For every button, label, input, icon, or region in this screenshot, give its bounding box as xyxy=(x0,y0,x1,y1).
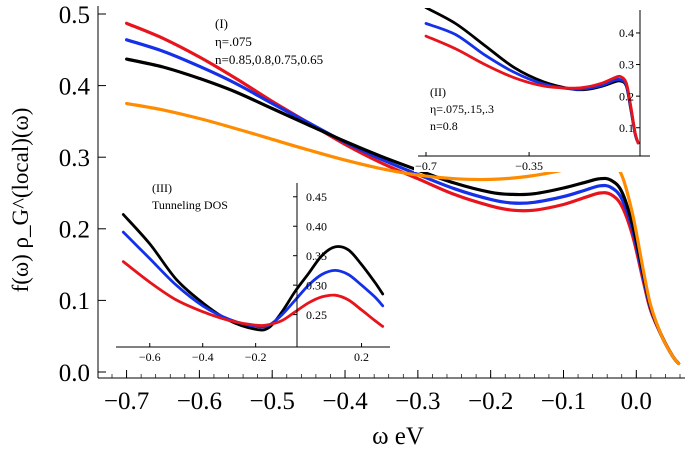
inset3-y-tick-label: 0.30 xyxy=(306,278,327,292)
inset2-y-tick-label: 0.4 xyxy=(619,26,634,40)
main-x-tick-label: −0.1 xyxy=(541,388,586,415)
main-x-tick-label: −0.5 xyxy=(250,388,295,415)
main-x-tick-label: −0.7 xyxy=(104,388,149,415)
inset2-annotation-label: (II) xyxy=(430,85,446,99)
inset2-x-tick-label: −0.35 xyxy=(515,159,543,173)
inset2-series-line-3 xyxy=(424,34,640,145)
x-axis-title: ω eV xyxy=(372,423,424,450)
main-y-tick-label: 0.5 xyxy=(59,2,90,29)
inset3-annotation-label: (III) xyxy=(152,181,172,195)
main-series-line-4 xyxy=(125,101,681,365)
main-x-tick-label: −0.6 xyxy=(177,388,222,415)
inset-chart-ii: −0.7 −0.35 0.1 0.2 0.3 0.4 (II) η=.075,.15,.3 n=… xyxy=(414,8,655,173)
inset3-y-tick-label: 0.35 xyxy=(306,249,327,263)
main-y-tick-label: 0.4 xyxy=(59,73,91,100)
axis-labels: ω eV f(ω) ρ_G^(local)(ω) xyxy=(8,108,424,450)
main-x-tick-label: −0.2 xyxy=(468,388,513,415)
inset3-x-tick-label: −0.6 xyxy=(139,350,161,364)
main-chart: −0.7 −0.6 −0.5 −0.4 −0.3 −0.2 −0.1 0.0 0.0 0.1 0.2… xyxy=(59,2,685,415)
inset3-x-tick-label: −0.2 xyxy=(245,350,267,364)
main-y-tick-label: 0.1 xyxy=(59,288,90,315)
inset3-series-line-1 xyxy=(121,213,385,332)
inset3-y-tick-label: 0.40 xyxy=(306,219,327,233)
main-y-tick-label: 0.2 xyxy=(59,217,90,244)
main-x-tick-label: −0.3 xyxy=(395,388,440,415)
inset3-y-tick-label: 0.45 xyxy=(306,190,327,204)
inset3-y-tick-label: 0.25 xyxy=(306,308,327,322)
inset2-y-tick-label: 0.2 xyxy=(619,89,634,103)
inset2-x-tick-label: −0.7 xyxy=(415,159,437,173)
inset2-y-tick-label: 0.1 xyxy=(619,121,634,135)
main-x-tick-label: −0.4 xyxy=(322,388,368,415)
inset3-series-line-2 xyxy=(121,230,385,329)
main-annotation-line-1: η=.075 xyxy=(215,34,252,49)
y-axis-title: f(ω) ρ_G^(local)(ω) xyxy=(8,108,33,293)
inset3-series-line-3 xyxy=(121,260,385,328)
inset3-annotation-line-1: Tunneling DOS xyxy=(152,198,228,212)
main-annotation-label: (I) xyxy=(215,16,228,31)
main-annotation-line-2: n=0.85,0.8,0.75,0.65 xyxy=(215,52,323,67)
main-x-tick-label: 0.0 xyxy=(621,388,652,415)
inset2-y-tick-label: 0.3 xyxy=(619,58,634,72)
inset2-annotation-line-1: η=.075,.15,.3 xyxy=(430,102,494,116)
inset3-x-tick-label: −0.4 xyxy=(192,350,214,364)
main-y-tick-label: 0.0 xyxy=(59,360,90,387)
inset-chart-iii: −0.6 −0.4 −0.2 0.2 0.25 0.30 0.35 0.40 0.45 (III)… xyxy=(112,178,395,368)
main-y-tick-label: 0.3 xyxy=(59,145,90,172)
inset3-x-tick-label: 0.2 xyxy=(354,350,369,364)
inset2-annotation-line-2: n=0.8 xyxy=(430,119,458,133)
